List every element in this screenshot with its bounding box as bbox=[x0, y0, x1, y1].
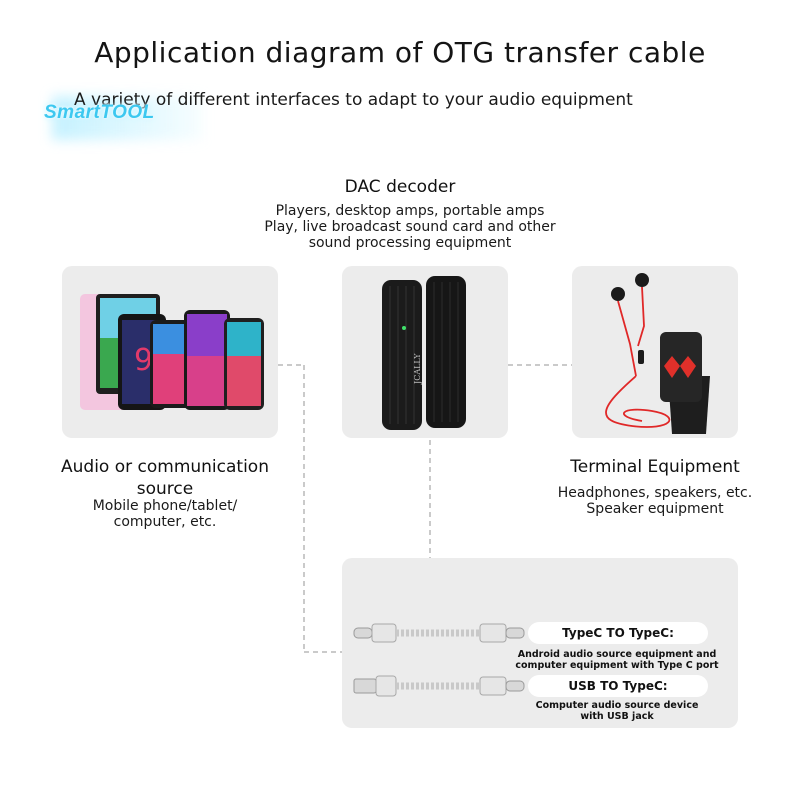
dac-card: JCALLY bbox=[342, 266, 508, 438]
earbud-right bbox=[635, 273, 649, 287]
svg-text:9: 9 bbox=[134, 343, 153, 378]
cables-card: TypeC TO TypeC: Android audio source equ… bbox=[342, 558, 738, 728]
terminal-illustration bbox=[605, 273, 710, 434]
source-devices-card: 9 bbox=[62, 266, 278, 438]
dac-device-left bbox=[382, 280, 422, 430]
typec-plug-left bbox=[353, 627, 373, 639]
dac-illustration: JCALLY bbox=[382, 276, 466, 430]
cable-desc-typec-2: computer equipment with Type C port bbox=[515, 660, 719, 671]
dac-brand: JCALLY bbox=[413, 353, 422, 385]
cables-illustration bbox=[353, 623, 525, 697]
terminal-line-1: Headphones, speakers, etc. bbox=[557, 485, 753, 501]
source-heading-2: source bbox=[136, 479, 194, 499]
source-line-2: computer, etc. bbox=[113, 514, 217, 530]
terminal-card bbox=[572, 266, 738, 438]
headphone-cable bbox=[605, 286, 671, 428]
cable-desc-usb-1: Computer audio source device bbox=[535, 700, 699, 711]
dac-device-right bbox=[426, 276, 466, 428]
watermark-logo: SmartTOOL bbox=[44, 102, 155, 123]
devices-illustration: 9 bbox=[80, 294, 264, 410]
terminal-heading: Terminal Equipment bbox=[570, 457, 740, 477]
earbud-left bbox=[611, 287, 625, 301]
cable-label-usb: USB TO TypeC: bbox=[528, 675, 708, 697]
source-heading-1: Audio or communication bbox=[61, 457, 269, 477]
terminal-line-2: Speaker equipment bbox=[586, 501, 724, 517]
typec-plug-right bbox=[505, 627, 525, 639]
page-subtitle: A variety of different interfaces to ada… bbox=[74, 90, 633, 110]
source-line-1: Mobile phone/tablet/ bbox=[92, 498, 238, 514]
cable-label-typec: TypeC TO TypeC: bbox=[528, 622, 708, 644]
dac-line-3: sound processing equipment bbox=[308, 235, 512, 251]
watermark-glow bbox=[52, 96, 202, 140]
typec-plug-right-2 bbox=[505, 680, 525, 692]
dac-line-2: Play, live broadcast sound card and othe… bbox=[264, 219, 556, 235]
dac-heading: DAC decoder bbox=[344, 177, 456, 197]
dac-line-1: Players, desktop amps, portable amps bbox=[275, 203, 545, 219]
cable-desc-usb-2: with USB jack bbox=[580, 711, 654, 722]
usb-plug bbox=[353, 678, 377, 694]
page-title: Application diagram of OTG transfer cabl… bbox=[94, 36, 706, 69]
cable-desc-typec-1: Android audio source equipment and bbox=[517, 649, 717, 660]
